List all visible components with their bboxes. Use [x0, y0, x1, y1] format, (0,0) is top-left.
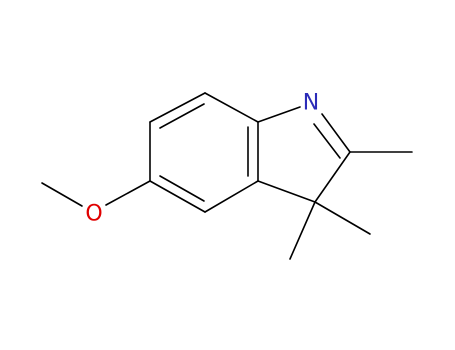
bond-c4-c3a	[204, 180, 259, 213]
bond-c5-oxygen	[105, 180, 151, 206]
bond-c3-c3a	[257, 180, 316, 203]
bond-c5-c4-inner	[159, 175, 205, 202]
bond-n1-c2-inner	[313, 123, 341, 159]
bond-c7-c6	[149, 92, 206, 123]
bond-c3-methyl-b	[289, 201, 316, 260]
oxygen-atom-label: O	[85, 202, 102, 227]
bond-c2-c3	[314, 151, 351, 203]
bond-oxygen-methyl	[41, 182, 83, 207]
nitrogen-atom-label: N	[303, 91, 319, 116]
bond-c5-c4	[149, 180, 206, 213]
bond-c3-methyl-a	[314, 201, 371, 235]
bond-c7a-c7	[204, 92, 259, 123]
bond-n1-c2	[321, 113, 351, 153]
bond-c7-c6-inner	[159, 103, 205, 129]
bond-c7a-n1	[257, 106, 301, 123]
